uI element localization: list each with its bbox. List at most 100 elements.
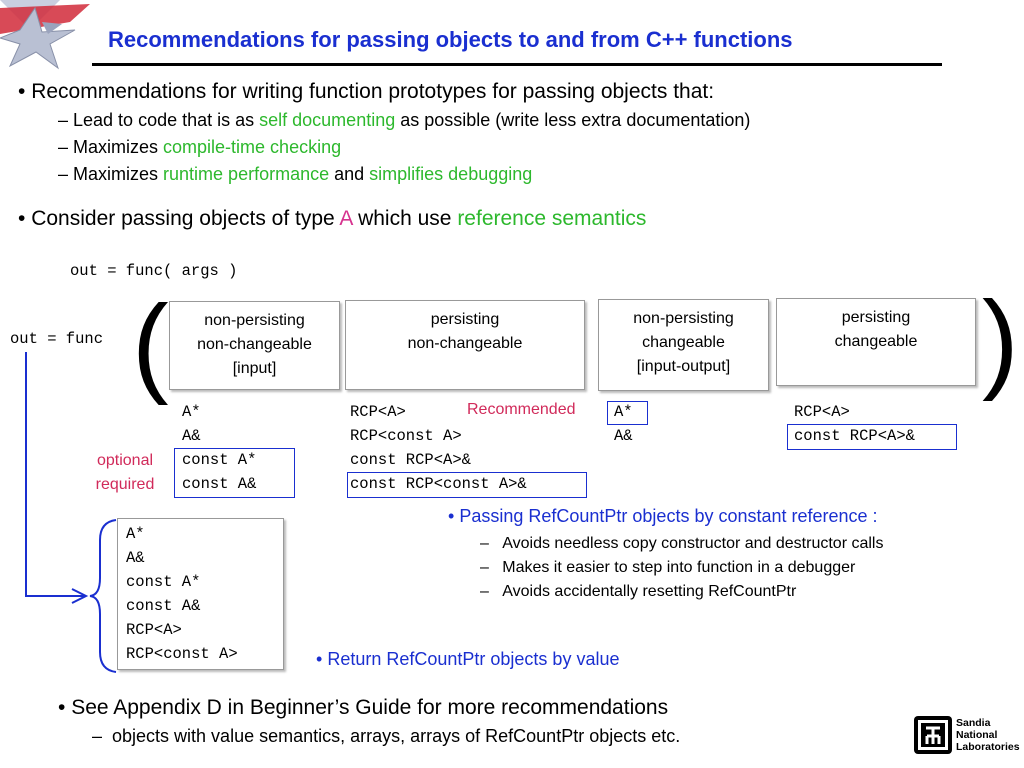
col2-code: RCP<A> RCP<const A> const RCP<A>& const … bbox=[350, 400, 527, 496]
optional-label: optional bbox=[96, 452, 154, 469]
sub1-highlight: self documenting bbox=[259, 110, 396, 130]
rcp-reason-item: – Avoids needless copy constructor and d… bbox=[480, 535, 884, 552]
code-line: RCP<const A> bbox=[350, 427, 462, 445]
required-label: required bbox=[95, 476, 155, 493]
bullet2-pre: Consider passing objects of type bbox=[31, 207, 340, 230]
star-logo-icon bbox=[0, 0, 110, 70]
rcp-reason-text: Avoids needless copy constructor and des… bbox=[502, 535, 884, 552]
bullet3-sub: – objects with value semantics, arrays, … bbox=[92, 726, 680, 747]
rcp-reason-text: Avoids accidentally resetting RefCountPt… bbox=[502, 583, 797, 600]
rcp-reason-item: – Makes it easier to step into function … bbox=[480, 559, 856, 576]
sub2-pre: – Maximizes bbox=[58, 137, 164, 157]
col4-code: RCP<A> const RCP<A>& bbox=[794, 400, 915, 448]
bullet-dot: • bbox=[58, 696, 66, 719]
return-types-box bbox=[117, 518, 284, 670]
rcp-reasons: – Avoids needless copy constructor and d… bbox=[480, 532, 883, 604]
bullet2-type: A bbox=[339, 207, 353, 230]
sub3-highlight2: simplifies debugging bbox=[369, 164, 533, 184]
code-line: const RCP<A>& bbox=[794, 427, 915, 445]
rcp-bullet-text: Passing RefCountPtr objects by constant … bbox=[459, 506, 878, 526]
sub3-highlight1: runtime performance bbox=[163, 164, 330, 184]
sub1-pre: – Lead to code that is as bbox=[58, 110, 260, 130]
column-line: [input-output] bbox=[636, 358, 731, 375]
code-line: const RCP<const A>& bbox=[350, 475, 527, 493]
bullet3-sub-text: objects with value semantics, arrays, ar… bbox=[112, 726, 681, 746]
column-line: non-changeable bbox=[407, 335, 523, 352]
column-line: persisting bbox=[430, 311, 500, 328]
return-types-list: A* A& const A* const A& RCP<A> RCP<const… bbox=[126, 522, 238, 666]
return-arrow-icon bbox=[25, 352, 117, 673]
code-line: const RCP<A>& bbox=[350, 451, 471, 469]
sub-compile-time: – Maximizes compile-time checking bbox=[58, 137, 341, 158]
column-line: persisting bbox=[841, 309, 911, 326]
column-line: changeable bbox=[642, 334, 725, 351]
recommended-pointer-box bbox=[607, 401, 648, 425]
column-line: [input] bbox=[232, 360, 277, 377]
bullet2-highlight: reference semantics bbox=[457, 207, 647, 230]
column-line: non-persisting bbox=[204, 312, 305, 329]
sandia-logo-icon bbox=[914, 716, 952, 754]
code-line: const A& bbox=[182, 475, 257, 493]
logo-line: Sandia bbox=[956, 717, 991, 729]
close-paren: ) bbox=[982, 279, 1019, 402]
logo-line: Laboratories bbox=[956, 741, 1020, 753]
return-bullet: • Return RefCountPtr objects by value bbox=[316, 649, 619, 670]
title-divider bbox=[92, 63, 942, 66]
column-line: changeable bbox=[834, 333, 918, 350]
column-box-persisting-non-changeable: persisting non-changeable bbox=[345, 300, 585, 390]
open-paren: ( bbox=[132, 283, 169, 406]
bullet-dot: • bbox=[448, 506, 455, 526]
code-line: RCP<const A> bbox=[126, 645, 238, 663]
code-line: const A* bbox=[182, 451, 257, 469]
sandia-logo-text: Sandia National Laboratories bbox=[956, 717, 1020, 753]
code-line: A* bbox=[182, 403, 201, 421]
rcp-reason-item: – Avoids accidentally resetting RefCount… bbox=[480, 583, 797, 600]
bullet-dot: • bbox=[316, 649, 323, 669]
dash: – bbox=[92, 726, 113, 746]
bullet-appendix: • See Appendix D in Beginner’s Guide for… bbox=[58, 696, 668, 720]
sub3-mid: and bbox=[329, 164, 370, 184]
optional-required-label: optional required bbox=[84, 449, 166, 497]
code-line: const A& bbox=[126, 597, 201, 615]
code-line: RCP<A> bbox=[126, 621, 182, 639]
col1-code: A* A& const A* const A& bbox=[182, 400, 256, 496]
code-line: const A* bbox=[126, 573, 201, 591]
recommended-const-rcp-a-box bbox=[787, 424, 957, 450]
code-line: A* bbox=[614, 403, 633, 421]
column-line: non-persisting bbox=[633, 310, 734, 327]
code-example: out = func( args ) bbox=[70, 262, 238, 280]
bullet-recommendations-text: Recommendations for writing function pro… bbox=[31, 80, 715, 103]
sub3-pre: – Maximizes bbox=[58, 164, 164, 184]
bullet2-mid: which use bbox=[352, 207, 458, 230]
page-title: Recommendations for passing objects to a… bbox=[108, 27, 793, 52]
rcp-bullet: • Passing RefCountPtr objects by constan… bbox=[448, 506, 878, 527]
logo-line: National bbox=[956, 729, 998, 741]
rcp-reason-text: Makes it easier to step into function in… bbox=[502, 559, 856, 576]
recommended-label: Recommended bbox=[467, 401, 576, 418]
column-line: non-changeable bbox=[197, 336, 312, 353]
bullet-recommendations: • Recommendations for writing function p… bbox=[18, 80, 714, 104]
bullet3-text: See Appendix D in Beginner’s Guide for m… bbox=[71, 696, 669, 719]
out-func-label: out = func bbox=[10, 330, 104, 348]
code-line: A& bbox=[182, 427, 201, 445]
column-box-non-persisting-non-changeable: non-persisting non-changeable [input] bbox=[169, 301, 340, 390]
thunderbird-icon bbox=[918, 720, 948, 750]
code-line: RCP<A> bbox=[350, 403, 406, 421]
sub2-highlight: compile-time checking bbox=[163, 137, 342, 157]
return-bullet-text: Return RefCountPtr objects by value bbox=[327, 649, 620, 669]
sub-self-documenting: – Lead to code that is as self documenti… bbox=[58, 110, 750, 131]
sub-runtime: – Maximizes runtime performance and simp… bbox=[58, 164, 532, 185]
col3-code: A* A& bbox=[614, 400, 633, 448]
bullet-consider: • Consider passing objects of type A whi… bbox=[18, 207, 646, 231]
required-highlight-box bbox=[174, 448, 295, 498]
column-box-non-persisting-changeable: non-persisting changeable [input-output] bbox=[598, 299, 769, 391]
sub1-post: as possible (write less extra documentat… bbox=[395, 110, 751, 130]
code-line: A* bbox=[126, 525, 145, 543]
code-line: A& bbox=[126, 549, 145, 567]
bullet-dot: • bbox=[18, 207, 26, 230]
code-line: RCP<A> bbox=[794, 403, 850, 421]
column-box-persisting-changeable: persisting changeable bbox=[776, 298, 976, 386]
recommended-const-rcp-box bbox=[347, 472, 587, 498]
bullet-dot: • bbox=[18, 80, 26, 103]
code-line: A& bbox=[614, 427, 633, 445]
